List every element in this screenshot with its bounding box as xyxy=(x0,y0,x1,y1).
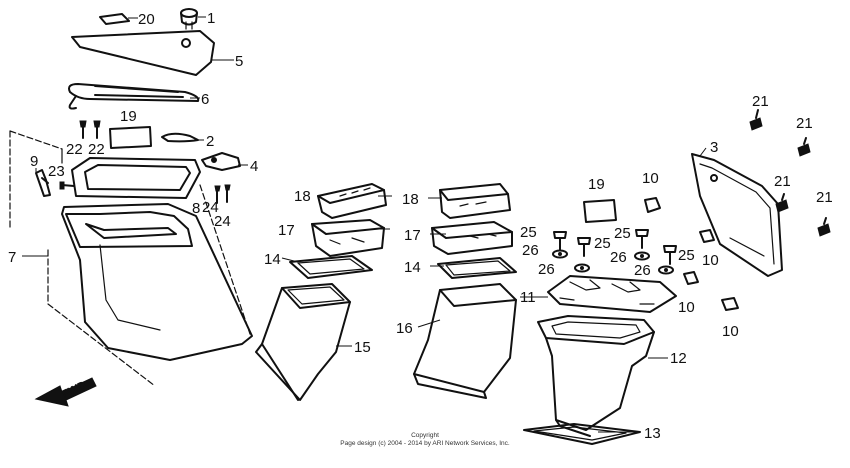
callout-26-a: 26 xyxy=(522,242,539,259)
part-19-label xyxy=(109,126,152,149)
part-16-duct xyxy=(413,283,517,399)
callout-2: 2 xyxy=(206,133,214,150)
callout-10-a: 10 xyxy=(642,170,659,187)
callout-25-a: 25 xyxy=(520,224,537,241)
part-18-filter xyxy=(317,183,387,219)
callout-21-d: 21 xyxy=(816,189,833,206)
callout-17-mid: 17 xyxy=(404,227,421,244)
callout-8: 8 xyxy=(192,200,200,217)
callout-14-mid: 14 xyxy=(404,259,421,276)
part-19-label-b xyxy=(583,199,617,223)
callout-6: 6 xyxy=(201,91,209,108)
callout-22-a: 22 xyxy=(66,141,83,158)
callout-21-a: 21 xyxy=(752,93,769,110)
callout-10-c: 10 xyxy=(678,299,695,316)
part-23-screw xyxy=(59,181,75,190)
callout-10-d: 10 xyxy=(722,323,739,340)
part-9-grommet xyxy=(35,169,51,197)
part-6-bracket xyxy=(68,83,200,110)
callout-19-mid: 19 xyxy=(588,176,605,193)
callout-9: 9 xyxy=(30,153,38,170)
part-8-frame xyxy=(71,157,201,199)
callout-12: 12 xyxy=(670,350,687,367)
copyright-line-1: Copyright xyxy=(411,432,439,439)
callout-26-c: 26 xyxy=(610,249,627,266)
part-12-housing xyxy=(537,315,655,437)
callout-10-b: 10 xyxy=(702,252,719,269)
callout-22-b: 22 xyxy=(88,141,105,158)
part-15-duct xyxy=(255,283,351,401)
part-22-bolts xyxy=(79,120,101,139)
callout-7: 7 xyxy=(8,249,16,266)
part-7-side-cover xyxy=(9,130,253,387)
callout-4: 4 xyxy=(250,158,258,175)
part-14-gasket-b xyxy=(437,257,517,279)
part-20-plate xyxy=(99,13,130,25)
callout-14-left: 14 xyxy=(264,251,281,268)
callout-3: 3 xyxy=(710,139,718,156)
callout-15: 15 xyxy=(354,339,371,356)
fwd-arrow: FWD xyxy=(34,377,97,407)
part-14-gasket xyxy=(289,255,373,279)
part-11-plate xyxy=(547,275,677,313)
callout-19-left: 19 xyxy=(120,108,137,125)
callout-18-mid: 18 xyxy=(402,191,419,208)
callout-26-d: 26 xyxy=(634,262,651,279)
part-26-washers xyxy=(552,249,674,275)
copyright: Copyright Page design (c) 2004 - 2014 by… xyxy=(340,432,510,447)
callout-21-c: 21 xyxy=(774,173,791,190)
part-10-nuts xyxy=(644,197,739,311)
callout-25-c: 25 xyxy=(614,225,631,242)
part-1-screw xyxy=(180,8,198,30)
part-5-cover xyxy=(71,30,215,76)
part-4-lock xyxy=(201,152,241,171)
callout-24-b: 24 xyxy=(214,213,231,230)
part-18-filter-b xyxy=(439,183,511,219)
callout-5: 5 xyxy=(235,53,243,70)
callout-13: 13 xyxy=(644,425,661,442)
part-17-case-b xyxy=(431,221,513,255)
callout-18-left: 18 xyxy=(294,188,311,205)
part-3-panel xyxy=(691,153,783,277)
callout-26-b: 26 xyxy=(538,261,555,278)
fwd-label: FWD xyxy=(60,379,88,400)
callout-16: 16 xyxy=(396,320,413,337)
part-2-clip xyxy=(161,132,199,143)
callout-20: 20 xyxy=(138,11,155,28)
leader-lines xyxy=(22,16,707,433)
part-17-case xyxy=(311,219,385,257)
part-21-bolts xyxy=(749,109,831,237)
callout-25-b: 25 xyxy=(594,235,611,252)
copyright-line-2: Page design (c) 2004 - 2014 by ARI Netwo… xyxy=(340,440,510,447)
callout-21-b: 21 xyxy=(796,115,813,132)
part-25-screws xyxy=(553,229,677,265)
callout-1: 1 xyxy=(207,10,215,27)
callout-23: 23 xyxy=(48,163,65,180)
callout-labels: 20 1 5 6 19 2 22 22 9 23 4 8 24 24 7 18 … xyxy=(8,10,833,442)
callout-24-a: 24 xyxy=(202,199,219,216)
callout-11: 11 xyxy=(520,289,536,306)
callout-25-d: 25 xyxy=(678,247,695,264)
part-24-bolts xyxy=(214,184,231,204)
callout-17-left: 17 xyxy=(278,222,295,239)
